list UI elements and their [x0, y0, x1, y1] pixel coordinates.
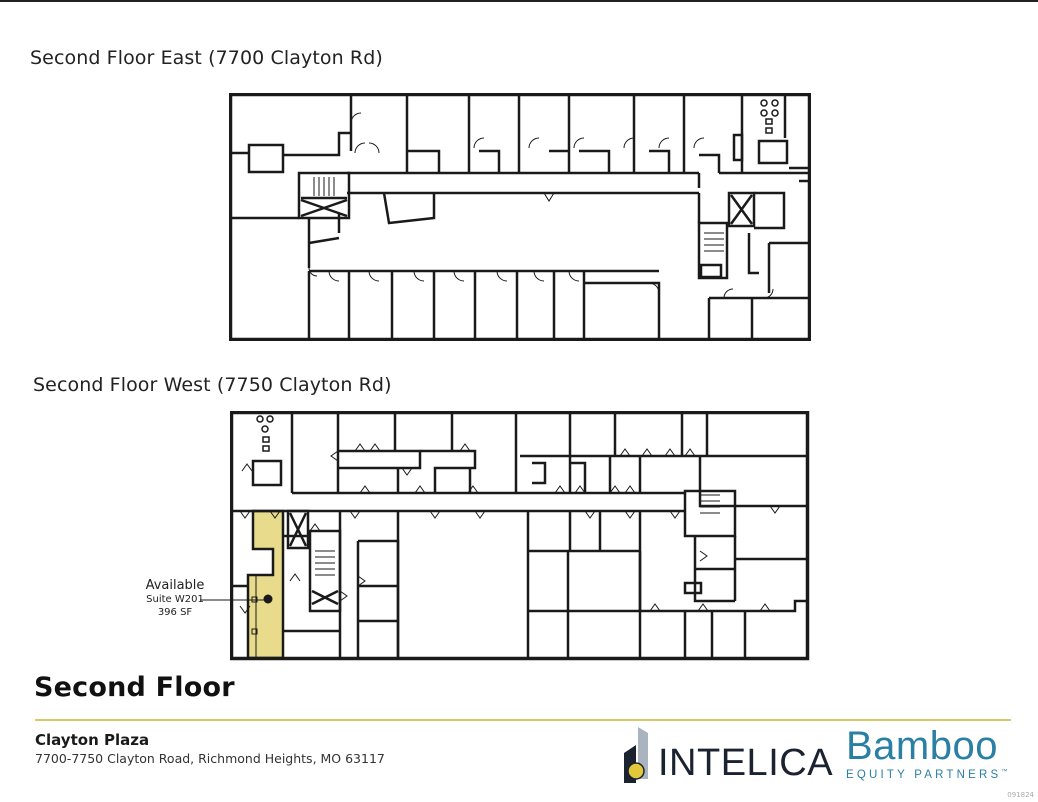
property-name: Clayton Plaza [35, 731, 150, 749]
west-plan-title: Second Floor West (7750 Clayton Rd) [33, 374, 392, 396]
callout-leader-line [200, 599, 266, 601]
east-plan-title: Second Floor East (7700 Clayton Rd) [30, 47, 383, 69]
trademark-mark: ™ [1001, 769, 1008, 776]
suite-marker-dot [263, 594, 273, 604]
available-suite-callout: Available Suite W201 396 SF [120, 578, 230, 619]
bamboo-logo: Bamboo EQUITY PARTNERS™ [846, 726, 1007, 781]
top-border [0, 0, 1038, 2]
bamboo-tagline: EQUITY PARTNERS™ [846, 769, 1007, 781]
west-floor-plan [230, 411, 810, 661]
suite-number: Suite W201 [146, 594, 204, 605]
bamboo-wordmark: Bamboo [846, 724, 998, 768]
intelica-logo: INTELICA [622, 727, 833, 785]
bamboo-tagline-text: EQUITY PARTNERS [846, 769, 1002, 781]
suite-size: 396 SF [157, 607, 193, 618]
available-suite-highlight [246, 509, 285, 660]
property-address: 7700-7750 Clayton Road, Richmond Heights… [35, 751, 385, 766]
east-floor-plan [229, 93, 811, 341]
floor-heading: Second Floor [34, 672, 235, 703]
gold-divider [35, 719, 1011, 721]
document-id: 091824 [1007, 791, 1034, 799]
availability-status: Available [145, 578, 205, 593]
intelica-building-icon [624, 727, 648, 783]
intelica-wordmark: INTELICA [658, 742, 834, 784]
